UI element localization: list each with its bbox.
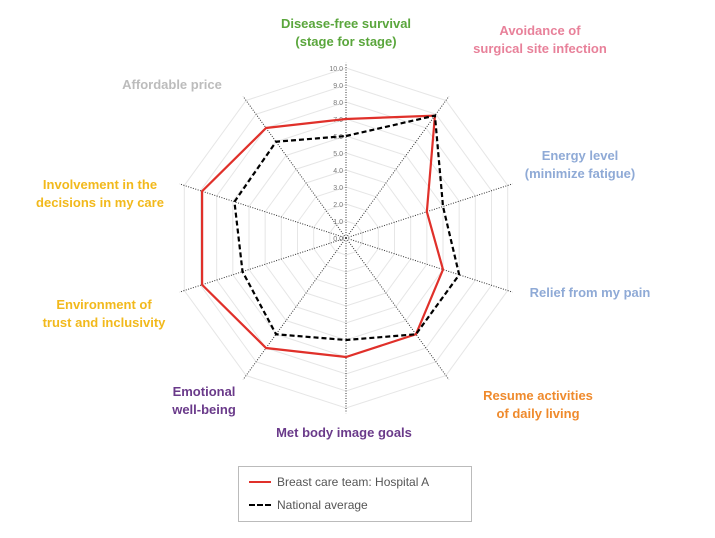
tick-label: 5.0 [333, 151, 343, 158]
series-national-average [233, 114, 461, 342]
axis-label: Met body image goals [276, 425, 412, 440]
tick-label: 8.0 [333, 100, 343, 107]
tick-label: 4.0 [333, 168, 343, 175]
grid-ring [313, 203, 379, 273]
axis-line [345, 237, 450, 380]
axis-line [345, 183, 513, 239]
tick-label: 3.0 [333, 185, 343, 192]
legend-label: National average [277, 498, 368, 512]
tick-label: 6.0 [333, 134, 343, 141]
axis-label: Disease-free survival(stage for stage) [281, 16, 411, 49]
legend-swatch-national [249, 504, 271, 506]
tick-label: 10.0 [329, 66, 343, 73]
axis-line [242, 96, 347, 239]
legend-swatch-hospital-a [249, 481, 271, 483]
axis-label: Relief from my pain [530, 285, 651, 300]
axis-line [345, 237, 513, 293]
tick-label: 9.0 [333, 83, 343, 90]
legend: Breast care team: Hospital A National av… [238, 466, 472, 522]
grid-ring [329, 220, 363, 256]
series-hospital-a [201, 114, 445, 359]
legend-item-hospital-a: Breast care team: Hospital A [249, 475, 429, 489]
axis-line [179, 237, 347, 293]
tick-label: 2.0 [333, 202, 343, 209]
legend-label: Breast care team: Hospital A [277, 475, 430, 489]
tick-label: 0.0 [333, 236, 343, 243]
axis-line [242, 237, 347, 380]
legend-item-national-average: National average [249, 498, 368, 512]
tick-label: 1.0 [333, 219, 343, 226]
axis-line [179, 183, 347, 239]
axis-label: Affordable price [122, 77, 222, 92]
axis-label: Energy level(minimize fatigue) [525, 148, 636, 181]
axis-line [345, 96, 450, 239]
